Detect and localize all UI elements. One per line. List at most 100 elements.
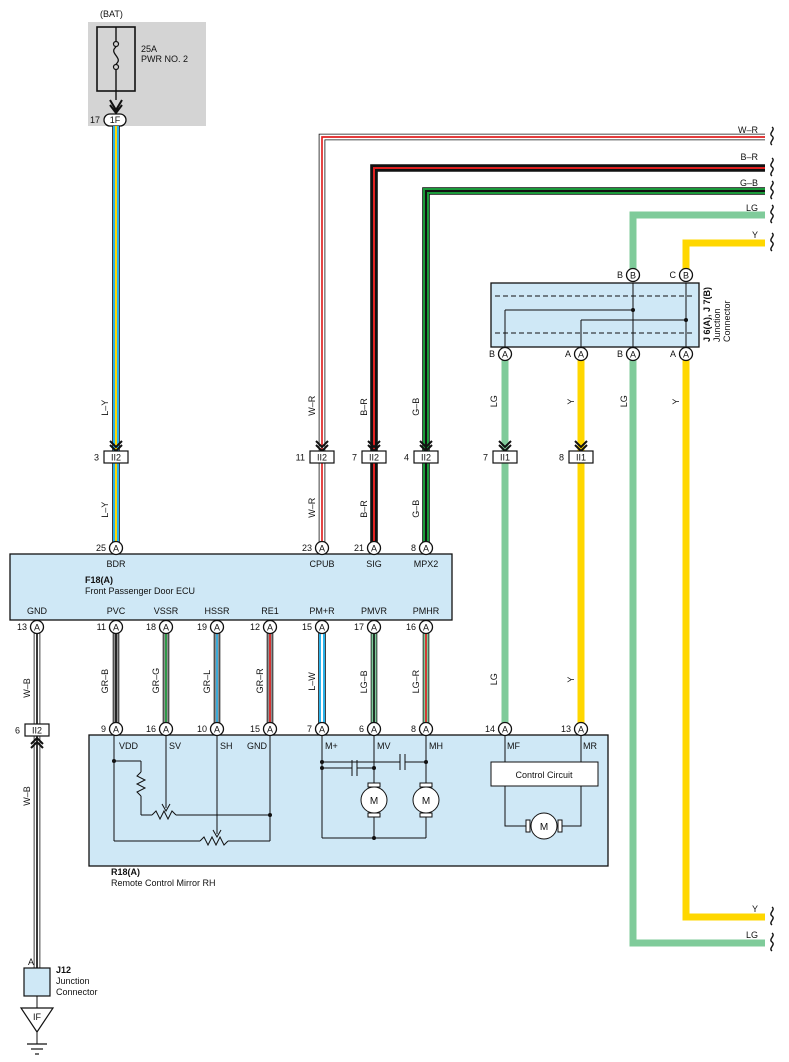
wire-break-icon (770, 932, 774, 952)
motor-label: M (370, 796, 378, 807)
junction-j6-j7-title: J 6(A), J 7(B) (702, 287, 712, 342)
ecu-bottom-pin (29, 619, 45, 635)
ecu-pin-label: MPX2 (414, 559, 439, 569)
wire-color-label: W–R (307, 497, 317, 518)
j12-sub1: Junction (56, 976, 90, 986)
junction-pin (573, 346, 589, 362)
mirror-pin (158, 721, 174, 737)
mirror-pin-label: MH (429, 741, 443, 751)
mirror-pin-number: 15 (250, 724, 260, 734)
connector-id: II1 (576, 453, 586, 463)
connector-id: II2 (32, 726, 42, 736)
pin-letter: A (630, 350, 636, 360)
mirror-pin-label: VDD (119, 741, 139, 751)
inline-connector (413, 450, 439, 464)
ecu-pin-label: VSSR (154, 606, 179, 616)
wire-color-label: LG (489, 395, 499, 407)
ecu-pin-label: GND (27, 606, 48, 616)
ecu-bottom-pin (418, 619, 434, 635)
junction-pin (497, 346, 513, 362)
pin-letter: A (502, 350, 508, 360)
mirror-pin (108, 721, 124, 737)
pin-letter: A (34, 623, 40, 633)
ecu-pin-number: 23 (302, 543, 312, 553)
wire-color-label: L–W (307, 672, 317, 691)
ecu-pin-number: 12 (250, 622, 260, 632)
ecu-pin-number: 18 (146, 622, 156, 632)
junction-j12: A J12 Junction Connector IF (19, 957, 98, 1055)
wire-color-label: W–B (22, 678, 32, 698)
ecu-bottom-pin (108, 619, 124, 635)
labels: W–RB–RG–BLGYYLG25BDR23CPUB21SIG8MPX213GN… (17, 125, 774, 952)
wire-color-label: G–B (411, 500, 421, 518)
inline-connector (103, 450, 129, 464)
mirror-box: R18(A) Remote Control Mirror RH (88, 734, 609, 888)
mirror-pin-number: 13 (561, 724, 571, 734)
mirror-pin-number: 6 (359, 724, 364, 734)
j12-sub2: Connector (56, 987, 98, 997)
pin-letter: A (267, 725, 273, 735)
junction-j6-j7: J 6(A), J 7(B) Junction Connector (490, 282, 732, 348)
wire-break-icon (770, 126, 774, 146)
wire-break-icon (770, 906, 774, 926)
connector-pin-number: 6 (15, 726, 20, 736)
wire-color-label: L–Y (100, 400, 110, 416)
connector-pin-number: 7 (483, 453, 488, 463)
ecu-top-pin (108, 540, 124, 556)
inline-connector (568, 450, 594, 464)
pin-letter: A (163, 725, 169, 735)
mirror-pin-number: 16 (146, 724, 156, 734)
motor-icon: M (525, 812, 563, 840)
pin-letter: A (683, 350, 689, 360)
motor-icon: M (360, 782, 388, 818)
mirror-pin-number: 8 (411, 724, 416, 734)
connector-pin-number: 8 (559, 453, 564, 463)
bus-label: Y (752, 230, 758, 240)
ecu-pin-number: 15 (302, 622, 312, 632)
ecu-pin-label: CPUB (309, 559, 334, 569)
control-circuit-label: Control Circuit (515, 770, 573, 780)
connector-id: II2 (369, 453, 379, 463)
mirror-pin (366, 721, 382, 737)
mirror-motor-circuit (321, 735, 427, 839)
motor-label: M (540, 822, 548, 833)
inline-connector (492, 450, 518, 464)
pin-letter: B (683, 271, 689, 281)
wire-y-top (682, 239, 765, 270)
connector-pin-number: 3 (94, 453, 99, 463)
fuse-rating: 25A (141, 44, 157, 54)
wire-y-outer (682, 360, 765, 921)
j12-title: J12 (56, 965, 71, 975)
pin-letter: A (371, 544, 377, 554)
fuse-block: (BAT) 25A PWR NO. 2 17 1F (88, 9, 206, 127)
wire-color-label: B–R (359, 398, 369, 416)
motor-icon: M (412, 782, 440, 818)
pin-letter: A (319, 725, 325, 735)
fuse-name: PWR NO. 2 (141, 54, 188, 64)
ecu-pin-number: 13 (17, 622, 27, 632)
wire-lg-top (629, 211, 765, 270)
pin-letter: A (423, 725, 429, 735)
junction-j6-j7-sub1: Junction (712, 308, 722, 342)
junction-pin-number: A (565, 349, 571, 359)
wire-color-label: GR–L (202, 670, 212, 694)
bus-label: Y (752, 904, 758, 914)
bus-label: B–R (740, 152, 758, 162)
junction-j6-j7-sub2: Connector (722, 300, 732, 342)
wire-color-label: Y (671, 399, 681, 405)
inline-connector (309, 450, 335, 464)
wire-break-icon (770, 180, 774, 200)
ecu-pin-label: PVC (107, 606, 126, 616)
inline-connector (24, 723, 50, 737)
fuse-connector-id: 1F (110, 115, 121, 125)
pin-letter: A (214, 725, 220, 735)
mirror-pin-number: 7 (307, 724, 312, 734)
connector-id: II2 (111, 453, 121, 463)
ecu-pin-label: PMHR (413, 606, 440, 616)
ground-icon (27, 1043, 47, 1055)
wire-color-label: L–Y (100, 502, 110, 518)
ecu-pin-number: 8 (411, 543, 416, 553)
wire-color-label: W–B (22, 786, 32, 806)
